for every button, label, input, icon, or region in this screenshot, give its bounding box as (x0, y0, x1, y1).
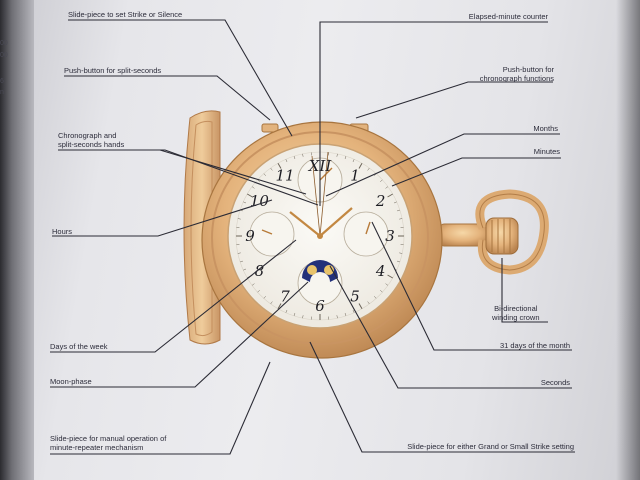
minute-tick (302, 315, 304, 319)
minute-tick (399, 218, 403, 220)
label-split-seconds-button: Push-button for split-seconds (64, 66, 162, 75)
prev-page-fragment: 00 (0, 52, 8, 59)
label-minutes: Minutes (533, 147, 560, 156)
label-hours: Hours (52, 227, 73, 236)
split-seconds-button (261, 123, 279, 133)
label-line: split-seconds hands (58, 139, 125, 149)
minute-tick (396, 260, 400, 263)
label-line: winding crown (492, 312, 540, 322)
minute-tick (387, 274, 393, 279)
minute-tick (243, 201, 247, 204)
minute-tick (396, 209, 400, 212)
minute-tick (293, 312, 296, 316)
minute-tick (358, 163, 363, 169)
minute-tick (240, 260, 244, 263)
minute-tick (247, 193, 253, 198)
minute-tick (277, 303, 282, 309)
book-gutter (0, 0, 34, 480)
label-line: Chronograph and (58, 131, 117, 140)
prev-page-fragment: 6 (0, 78, 4, 85)
moon-icon (324, 265, 334, 275)
hour-numeral: 3 (385, 227, 395, 245)
minute-tick (285, 309, 288, 313)
minute-tick (251, 283, 255, 286)
minute-tick (380, 290, 383, 293)
minute-tick (385, 186, 389, 189)
minute-tick (237, 218, 241, 220)
minute-tick (277, 163, 282, 169)
label-slide-strike: Slide-piece to set Strike or Silence (68, 10, 183, 19)
minute-tick (380, 179, 383, 182)
minute-tick (263, 173, 266, 176)
minute-tick (367, 167, 370, 171)
label-elapsed-minute: Elapsed-minute counter (468, 12, 548, 21)
hour-numeral: 4 (375, 262, 386, 280)
label-winding-crown: Bi-directional winding crown (492, 304, 540, 322)
minute-tick (257, 179, 260, 182)
hour-numeral: 11 (275, 166, 294, 184)
minute-tick (352, 309, 355, 313)
minute-tick (344, 156, 347, 160)
minute-tick (237, 252, 241, 254)
label-chrono-hands: Chronograph and split-seconds hands (58, 131, 125, 149)
minute-tick (270, 167, 273, 171)
minute-tick (302, 153, 304, 157)
minute-tick (385, 283, 389, 286)
label-seconds: Seconds (540, 378, 570, 387)
label-line: Push-button for (502, 65, 554, 74)
label-days-of-month: 31 days of the month (499, 341, 570, 350)
minute-tick (393, 201, 397, 204)
minute-tick (344, 312, 347, 316)
minute-tick (399, 252, 403, 254)
hour-numeral: 7 (280, 288, 290, 306)
label-moon-phase: Moon-phase (50, 377, 92, 386)
label-line: Slide-piece for manual operation of (50, 434, 167, 443)
hour-numeral: 1 (350, 166, 360, 184)
minute-tick (251, 186, 255, 189)
label-line: chronograph functions (479, 73, 554, 83)
label-days-of-week: Days of the week (50, 342, 108, 351)
minute-tick (387, 193, 393, 198)
main-hands (289, 151, 353, 239)
prev-page-fragment: n (0, 89, 4, 96)
label-months: Months (533, 124, 558, 133)
minute-tick (352, 159, 355, 163)
hour-numeral: 5 (350, 288, 360, 306)
hour-numeral: 6 (315, 297, 325, 315)
hour-numeral: 10 (250, 192, 270, 210)
label-minute-repeater: Slide-piece for manual operation of minu… (50, 434, 167, 452)
minute-tick (374, 296, 377, 299)
minute-tick (270, 301, 273, 305)
moon-icon (307, 265, 317, 275)
label-line: Bi-directional (494, 304, 538, 313)
page-edge-shadow (616, 0, 640, 480)
hour-numeral: 2 (375, 192, 386, 210)
minute-tick (263, 296, 266, 299)
label-line: minute-repeater mechanism (50, 442, 144, 452)
minute-tick (243, 268, 247, 271)
minute-tick (285, 159, 288, 163)
label-grand-small-strike: Slide-piece for either Grand or Small St… (407, 442, 574, 451)
minute-tick (293, 156, 296, 160)
minute-tick (336, 153, 338, 157)
minute-tick (257, 290, 260, 293)
leader-lines (50, 19, 575, 455)
minute-tick (336, 315, 338, 319)
minute-tick (367, 301, 370, 305)
hour-numeral: 8 (255, 262, 265, 280)
winding-crown (439, 189, 549, 275)
label-chrono-push: Push-button for chronograph functions (479, 65, 554, 83)
hour-numeral: 9 (245, 227, 255, 245)
minute-tick (358, 303, 363, 309)
prev-page-fragment: 00 (0, 40, 8, 47)
